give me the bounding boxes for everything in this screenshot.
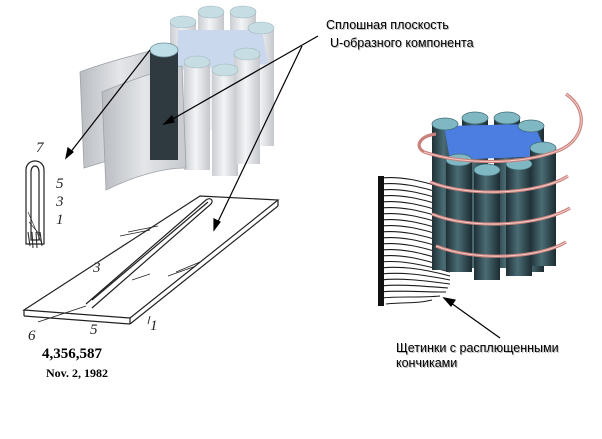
patent-number: 4,356,587 — [42, 346, 102, 362]
dark-brush-bundle — [378, 92, 583, 306]
numeral-3b: 3 — [92, 260, 101, 276]
numeral-5b: 5 — [90, 322, 98, 338]
numeral-3a: 3 — [55, 194, 64, 210]
patent-date: Nov. 2, 1982 — [46, 366, 109, 380]
label-top-line2: U-образного компонента — [330, 36, 474, 50]
label-arrow-bottom — [442, 297, 501, 339]
drawing-numerals: 7 5 3 1 3 6 5 1 — [28, 140, 158, 344]
label-arrows-top — [65, 35, 319, 232]
label-bottom-line1: Щетинки с расплющенными — [396, 341, 559, 355]
numeral-1a: 1 — [56, 212, 64, 228]
light-brush-bundle — [79, 5, 275, 191]
label-top-line1: Сплошная плоскость — [326, 18, 449, 32]
flattened-tips — [378, 176, 384, 306]
label-bottom-line2: кончиками — [396, 356, 458, 370]
numeral-7: 7 — [36, 140, 45, 156]
numeral-6: 6 — [28, 328, 36, 344]
numeral-5a: 5 — [56, 176, 64, 192]
patent-detail-figure — [25, 160, 45, 249]
numeral-1b: 1 — [150, 318, 158, 334]
